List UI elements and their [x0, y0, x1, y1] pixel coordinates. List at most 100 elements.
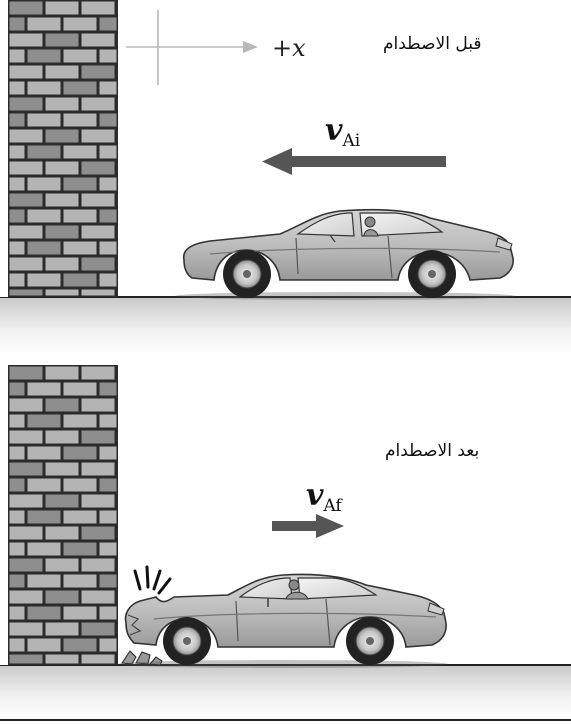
brick: [82, 130, 115, 143]
brick: [10, 639, 25, 652]
after-collision-panel: بعد الاصطدام vAf: [0, 365, 571, 725]
brick: [10, 194, 43, 207]
front-wheel: [163, 617, 211, 665]
brick: [100, 210, 117, 223]
brick: [10, 258, 43, 271]
brick: [10, 226, 43, 239]
brick: [46, 463, 79, 476]
brick: [100, 274, 117, 287]
brick: [64, 82, 97, 95]
brick: [82, 495, 115, 508]
brick: [28, 639, 61, 652]
brick: [100, 82, 117, 95]
x-axis-label: +x: [272, 34, 306, 62]
brick: [28, 511, 61, 524]
velocity-subscript: Af: [323, 496, 341, 516]
brick: [46, 290, 79, 296]
rear-wheel: [346, 617, 394, 665]
brick: [46, 367, 79, 380]
after-scene: [0, 365, 571, 725]
axis-var: x: [292, 34, 306, 62]
before-collision-label: قبل الاصطدام: [383, 34, 482, 54]
final-velocity-arrow: [272, 514, 344, 538]
brick: [82, 367, 115, 380]
brick: [46, 399, 79, 412]
after-collision-label: بعد الاصطدام: [385, 441, 479, 461]
x-axis-arrow: [126, 10, 258, 85]
brick: [82, 559, 115, 572]
brick-wall: [0, 0, 118, 297]
brick: [46, 623, 79, 636]
brick: [10, 274, 25, 287]
brick: [28, 146, 61, 159]
brick: [82, 623, 115, 636]
brick: [28, 415, 61, 428]
brick: [64, 210, 97, 223]
brick: [82, 431, 115, 444]
brick: [64, 447, 97, 460]
brick: [64, 639, 97, 652]
brick: [28, 575, 61, 588]
brick: [82, 655, 115, 664]
brick: [28, 82, 61, 95]
brick: [28, 479, 61, 492]
brick: [100, 114, 117, 127]
brick: [46, 66, 79, 79]
brick: [46, 258, 79, 271]
brick: [10, 479, 25, 492]
brick: [46, 559, 79, 572]
brick: [10, 82, 25, 95]
impact-marks: [135, 567, 170, 593]
brick: [100, 543, 117, 556]
brick: [64, 511, 97, 524]
velocity-symbol: v: [325, 113, 342, 148]
brick: [82, 98, 115, 111]
brick: [28, 242, 61, 255]
brick: [10, 98, 43, 111]
brick: [10, 367, 43, 380]
brick: [10, 575, 25, 588]
brick: [28, 274, 61, 287]
brick: [10, 50, 25, 63]
brick: [46, 431, 79, 444]
brick: [10, 130, 43, 143]
brick: [10, 34, 43, 47]
brick: [64, 479, 97, 492]
brick: [10, 162, 43, 175]
brick: [10, 18, 25, 31]
brick: [28, 447, 61, 460]
brick: [46, 130, 79, 143]
brick: [46, 162, 79, 175]
brick: [46, 2, 79, 15]
brick: [10, 623, 43, 636]
brick: [10, 114, 25, 127]
brick: [82, 162, 115, 175]
brick: [82, 66, 115, 79]
brick: [10, 210, 25, 223]
brick: [10, 431, 43, 444]
brick: [28, 114, 61, 127]
brick: [10, 66, 43, 79]
brick: [82, 34, 115, 47]
brick: [46, 226, 79, 239]
brick: [64, 543, 97, 556]
brick: [28, 178, 61, 191]
brick: [82, 2, 115, 15]
brick: [28, 607, 61, 620]
axis-sign: +: [272, 34, 292, 62]
brick: [10, 559, 43, 572]
brick: [100, 607, 117, 620]
brick: [10, 178, 25, 191]
brick: [100, 178, 117, 191]
brick: [100, 511, 117, 524]
brick: [82, 258, 115, 271]
brick: [100, 415, 117, 428]
velocity-subscript: Ai: [342, 131, 360, 151]
brick: [46, 34, 79, 47]
brick: [64, 50, 97, 63]
brick: [28, 50, 61, 63]
initial-velocity-label: vAi: [325, 113, 360, 151]
brick: [64, 146, 97, 159]
brick: [10, 2, 43, 15]
front-wheel: [223, 250, 271, 298]
